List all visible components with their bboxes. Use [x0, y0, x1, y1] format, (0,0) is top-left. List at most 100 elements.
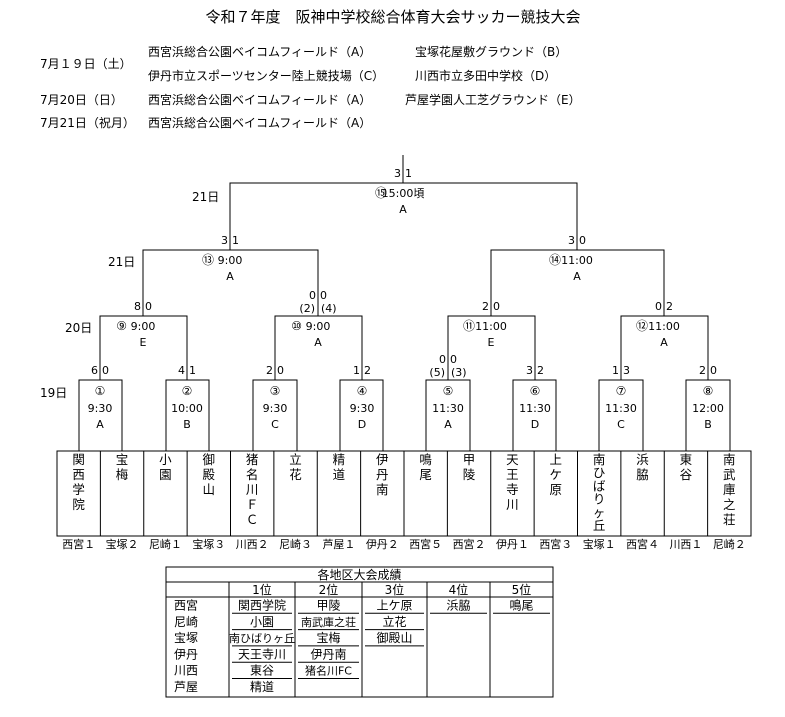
match-time: 11:30: [519, 402, 551, 415]
match-number: ⑨: [116, 319, 127, 333]
results-cell: 立花: [382, 614, 406, 629]
team-seed: 西宮３: [539, 537, 572, 551]
date-jul19: 7月１９日（土）: [40, 57, 132, 71]
results-cell: 天王寺川: [238, 647, 286, 661]
match-time: 11:30: [432, 402, 464, 415]
venue-b-19: 宝塚花屋敷グラウンド（B）: [415, 44, 567, 59]
page-title: 令和７年度 阪神中学校総合体育大会サッカー競技大会: [205, 8, 580, 26]
match-score-right: 2: [364, 364, 371, 377]
match-venue: A: [314, 336, 322, 349]
match-time: 11:00: [475, 320, 507, 333]
results-cell: 関西学院: [238, 598, 286, 613]
team-seed: 川西１: [669, 538, 702, 551]
match-number: ④: [357, 384, 368, 398]
team-name: 猪名川ＦＣ: [246, 452, 259, 527]
team-seed: 伊丹１: [496, 538, 529, 551]
match-score-left: 4: [178, 364, 185, 377]
match-score-left: 2: [266, 364, 273, 377]
results-area: 芦屋: [174, 680, 198, 694]
results-cell: 浜脇: [446, 599, 470, 613]
match-number: ⑪: [463, 319, 475, 333]
match-score-right: 1: [232, 234, 239, 247]
match-score-left: 3: [526, 364, 533, 377]
match-venue: E: [140, 336, 147, 349]
match-score-left: 0: [439, 353, 446, 366]
team-name: 上ケ原: [550, 452, 563, 497]
team-name: 鳴尾: [419, 452, 432, 482]
team-seed: 西宮５: [409, 537, 442, 551]
date-jul20: 7月20日（日）: [40, 93, 123, 107]
team-name: 南武庫之荘: [723, 452, 736, 527]
results-cell: 南武庫之荘: [301, 615, 356, 629]
team-name: 小園: [159, 452, 172, 482]
match-time: 15:00頃: [382, 187, 425, 200]
match-score-left: 2: [482, 300, 489, 313]
match-pk-left: (2): [299, 302, 315, 315]
match-score-right: 0: [277, 364, 284, 377]
results-area: 川西: [174, 664, 198, 678]
match-score-left: 1: [353, 364, 360, 377]
match-number: ⑧: [703, 384, 714, 398]
match-score-right: 1: [189, 364, 196, 377]
results-cell: 猪名川FC: [305, 664, 352, 678]
venue-a-19: 西宮浜総合公園ベイコムフィールド（A）: [148, 44, 371, 59]
match-score-right: 0: [450, 353, 457, 366]
venue-c-19: 伊丹市立スポーツセンター陸上競技場（C）: [148, 68, 384, 83]
match-score-left: 3: [394, 167, 401, 180]
team-name: 東谷: [680, 452, 693, 482]
match-time: 9:00: [131, 320, 156, 333]
match-venue: B: [704, 418, 712, 431]
results-cell: 東谷: [250, 664, 274, 678]
match-time: 9:00: [306, 320, 331, 333]
match-score-left: 0: [309, 289, 316, 302]
match-number: ⑬: [202, 253, 214, 267]
results-header: 5位: [512, 582, 532, 597]
team-name: 浜脇: [636, 452, 649, 482]
team-name: 宝梅: [116, 452, 129, 482]
match-score-left: 2: [699, 364, 706, 377]
round-label-final: 21日: [192, 190, 219, 204]
match-score-right: 0: [579, 234, 586, 247]
match-score-right: 3: [623, 364, 630, 377]
match-score-right: 0: [320, 289, 327, 302]
match-score-left: 8: [134, 300, 141, 313]
team-seed: 西宮４: [626, 537, 659, 551]
venue-a-20: 西宮浜総合公園ベイコムフィールド（A）: [148, 92, 371, 107]
match-score-right: 2: [537, 364, 544, 377]
match-time: 9:30: [350, 402, 375, 415]
results-header: 4位: [449, 582, 469, 597]
match-score-left: 6: [91, 364, 98, 377]
results-table-border: [165, 566, 554, 698]
results-cell: 伊丹南: [310, 646, 346, 661]
match-time: 10:00: [171, 402, 203, 415]
match-venue: C: [617, 418, 625, 431]
team-name: 関西学院: [72, 452, 85, 512]
team-seed: 尼崎２: [713, 537, 746, 551]
results-area: 伊丹: [174, 647, 198, 661]
team-name: 南ひばりヶ丘: [593, 452, 606, 533]
round-labels: 21日 21日 20日 19日: [40, 190, 219, 400]
match-venue: A: [573, 270, 581, 283]
team-name: 御殿山: [203, 452, 216, 497]
match-score-right: 2: [666, 300, 673, 313]
match-venue: A: [660, 336, 668, 349]
match-score-left: 0: [655, 300, 662, 313]
results-area: 尼崎: [174, 615, 198, 629]
